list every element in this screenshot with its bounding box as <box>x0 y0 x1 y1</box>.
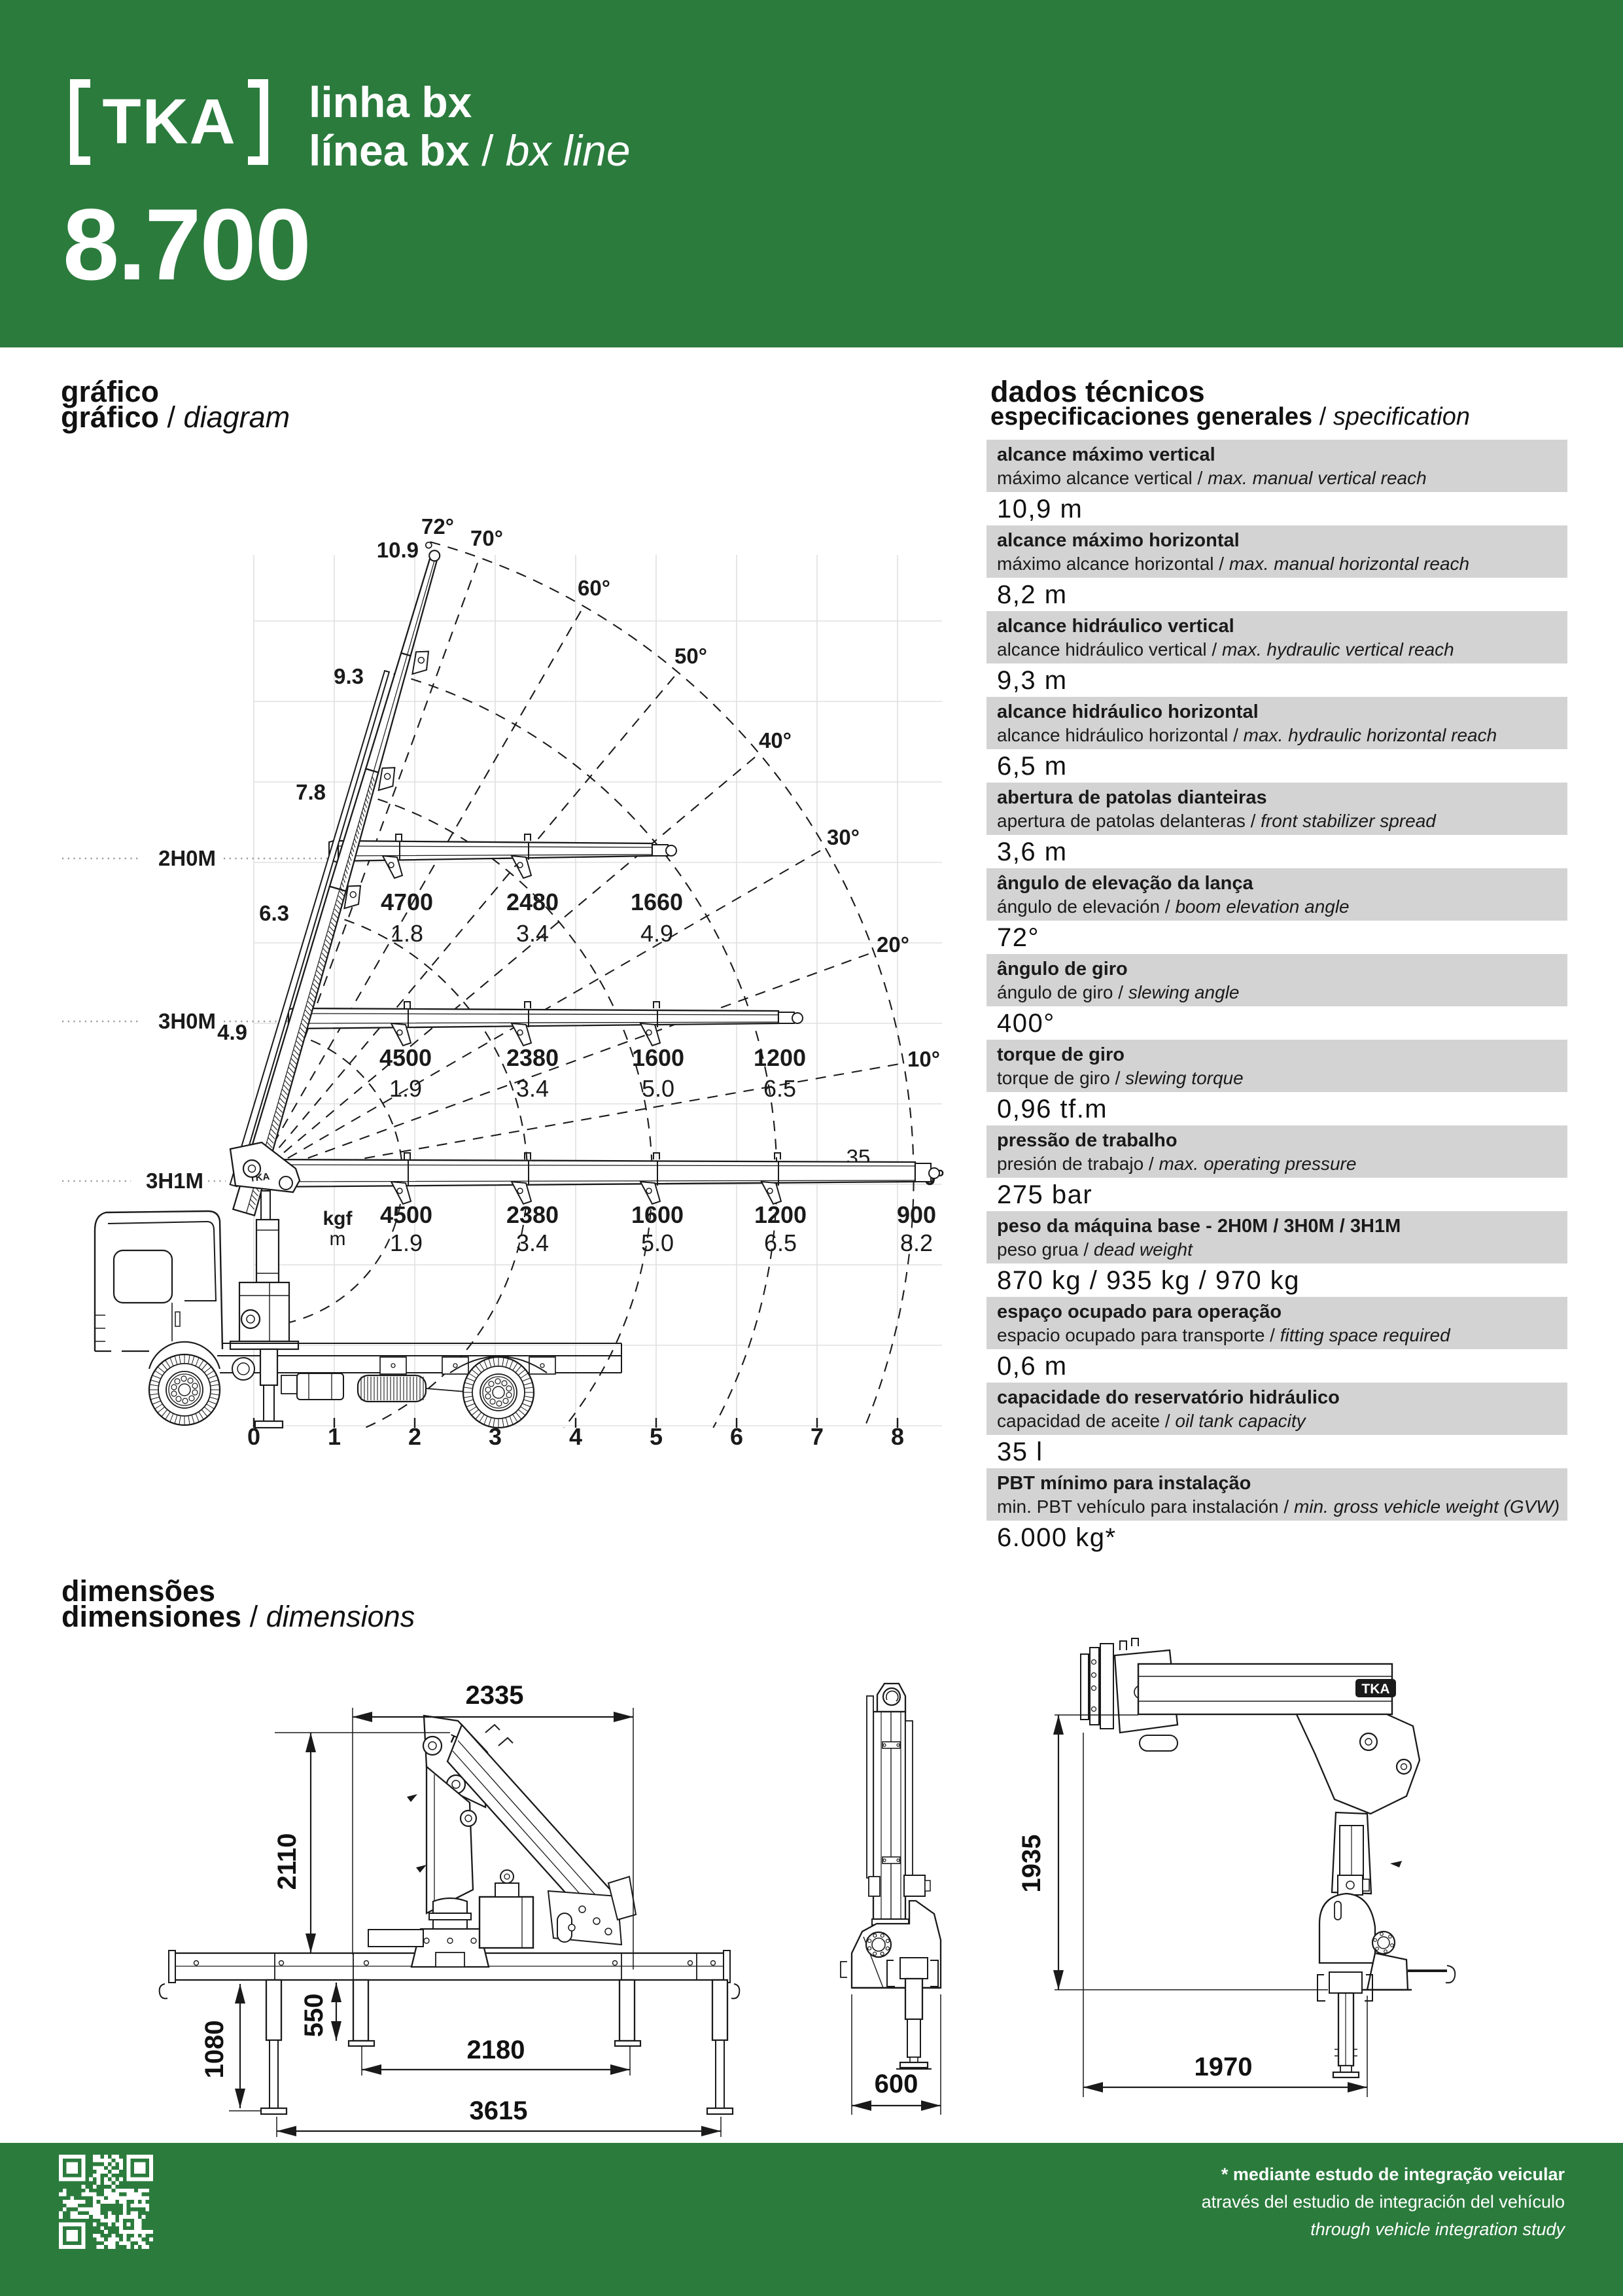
svg-text:10.9: 10.9 <box>377 538 419 562</box>
svg-text:1660: 1660 <box>631 889 683 915</box>
svg-text:6.3: 6.3 <box>259 901 289 925</box>
svg-text:2H0M: 2H0M <box>158 846 216 870</box>
svg-text:10°: 10° <box>907 1047 940 1071</box>
svg-text:9.3: 9.3 <box>334 664 364 688</box>
svg-text:72°: 72° <box>421 514 454 539</box>
svg-text:6.5: 6.5 <box>764 1229 797 1256</box>
svg-text:5.0: 5.0 <box>642 1075 674 1102</box>
svg-text:600: 600 <box>875 2070 918 2098</box>
svg-text:1970: 1970 <box>1195 2053 1253 2081</box>
svg-text:4500: 4500 <box>380 1201 432 1228</box>
svg-text:20°: 20° <box>877 932 909 957</box>
svg-text:2335: 2335 <box>466 1681 524 1710</box>
svg-text:30°: 30° <box>827 825 860 849</box>
svg-text:1: 1 <box>328 1423 341 1450</box>
svg-text:70°: 70° <box>470 526 503 550</box>
svg-text:6: 6 <box>730 1423 743 1450</box>
svg-text:1.8: 1.8 <box>391 920 423 947</box>
svg-text:5: 5 <box>650 1423 663 1450</box>
svg-text:3615: 3615 <box>470 2096 528 2125</box>
svg-text:3.4: 3.4 <box>516 1075 549 1102</box>
svg-text:4700: 4700 <box>381 889 433 915</box>
svg-text:60°: 60° <box>578 576 610 600</box>
svg-text:0: 0 <box>247 1423 260 1450</box>
svg-text:4.9: 4.9 <box>640 920 673 947</box>
svg-text:2380: 2380 <box>506 1044 559 1071</box>
svg-text:1.9: 1.9 <box>389 1075 422 1102</box>
svg-text:4500: 4500 <box>379 1044 432 1071</box>
svg-text:5.0: 5.0 <box>641 1229 674 1256</box>
svg-text:3: 3 <box>489 1423 502 1450</box>
svg-text:1.9: 1.9 <box>390 1229 423 1256</box>
svg-text:4.9: 4.9 <box>217 1020 247 1044</box>
svg-text:kgf: kgf <box>323 1208 353 1229</box>
svg-text:900: 900 <box>897 1201 936 1228</box>
svg-text:3H0M: 3H0M <box>158 1009 216 1033</box>
svg-text:m: m <box>330 1228 346 1250</box>
svg-text:1600: 1600 <box>632 1044 684 1071</box>
svg-text:4: 4 <box>569 1423 582 1450</box>
svg-text:2380: 2380 <box>506 1201 559 1228</box>
svg-text:2110: 2110 <box>273 1833 302 1890</box>
svg-text:2180: 2180 <box>467 2036 525 2064</box>
svg-text:2480: 2480 <box>506 889 559 915</box>
svg-text:1600: 1600 <box>631 1201 684 1228</box>
svg-text:TKA: TKA <box>1361 1682 1389 1697</box>
svg-text:8: 8 <box>891 1423 904 1450</box>
svg-text:1200: 1200 <box>754 1044 806 1071</box>
svg-text:3.4: 3.4 <box>516 920 549 947</box>
svg-text:550: 550 <box>300 1994 328 2038</box>
svg-text:8.2: 8.2 <box>900 1229 933 1256</box>
svg-text:50°: 50° <box>674 644 707 668</box>
svg-text:1935: 1935 <box>1017 1835 1046 1893</box>
svg-text:40°: 40° <box>759 728 792 752</box>
svg-text:2: 2 <box>408 1423 421 1450</box>
svg-text:TKA: TKA <box>102 86 236 157</box>
svg-text:6.5: 6.5 <box>763 1075 796 1102</box>
svg-text:1200: 1200 <box>754 1201 807 1228</box>
svg-text:3H1M: 3H1M <box>146 1169 203 1193</box>
svg-text:1080: 1080 <box>200 2021 229 2079</box>
svg-text:7: 7 <box>811 1423 824 1450</box>
svg-text:3.4: 3.4 <box>516 1229 549 1256</box>
svg-text:7.8: 7.8 <box>296 780 326 804</box>
